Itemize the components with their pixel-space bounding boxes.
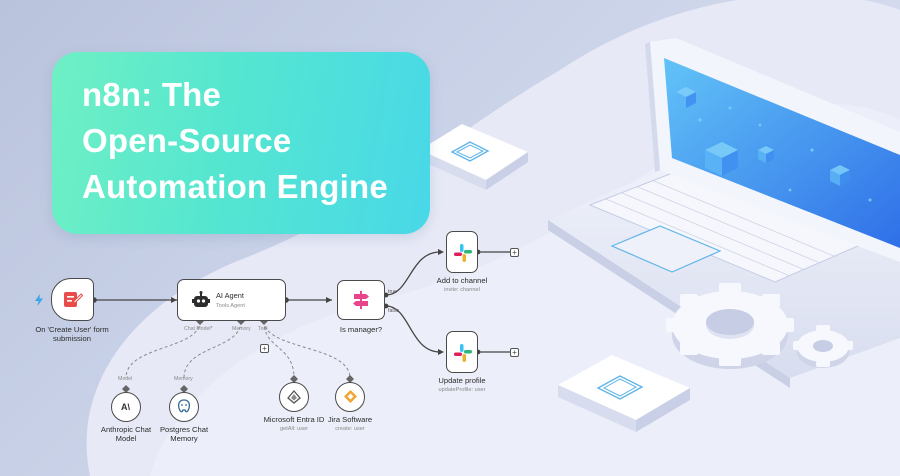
postgres-memory-node[interactable] [169,392,199,422]
update-profile-label: Update profile [438,376,486,385]
lightning-icon [35,294,43,306]
entra-subtitle: getAll: user [280,426,308,432]
entra-icon [287,390,301,404]
slack-icon [454,344,472,362]
add-to-channel-subtitle: invite: channel [444,287,480,293]
anthropic-label-line-1: Anthropic Chat [100,425,152,434]
jira-label: Jira Software [327,415,373,424]
ai-agent-subtitle: Tools Agent [216,303,245,309]
trigger-label-line-1: On 'Create User' form [35,325,109,334]
true-branch-label: true [388,289,397,295]
false-branch-label: false [388,308,399,314]
anthropic-label-line-2: Model [115,434,137,443]
add-tool-button[interactable]: + [260,344,269,353]
update-profile-subtitle: updateProfile: user [438,387,486,393]
signpost-icon [353,291,369,309]
anthropic-chat-model-node[interactable]: A\ [111,392,141,422]
title-line-1: n8n: The [82,76,222,113]
add-to-channel-node[interactable] [446,231,478,273]
sub-node-connections [125,320,351,379]
jira-software-node[interactable] [335,382,365,412]
title-line-3: Automation Engine [82,168,388,205]
add-after-channel-button[interactable]: + [510,248,519,257]
ai-agent-title: AI Agent [216,291,244,300]
memory-port-label: Memory [232,326,251,332]
add-to-channel-label: Add to channel [436,276,488,285]
title-line-2: Open-Source [82,122,292,159]
laptop-illustration [548,38,900,388]
floating-tile-top [420,124,528,190]
update-profile-node[interactable] [446,331,478,373]
title-card: n8n: The Open-Source Automation Engine [52,52,430,234]
ai-agent-node[interactable]: AI Agent Tools Agent [177,279,286,321]
microsoft-entra-node[interactable] [279,382,309,412]
postgres-label-line-1: Postgres Chat [159,425,209,434]
add-after-profile-button[interactable]: + [510,348,519,357]
jira-subtitle: create: user [335,426,365,432]
robot-icon [192,291,210,307]
model-connector-label: Model [118,376,133,382]
postgres-label-line-2: Memory [170,434,198,443]
arrow-heads [171,249,444,355]
tool-port-label: Tool [258,326,268,332]
trigger-label-line-2: submission [53,334,91,343]
floating-tile-bottom [558,355,690,432]
is-manager-label: Is manager? [339,325,383,334]
form-icon [64,292,83,307]
trigger-node[interactable] [51,278,94,321]
jira-icon [344,390,357,403]
gear-large-icon [666,283,794,369]
gear-small-icon [793,325,853,368]
anthropic-icon: A\ [121,402,130,412]
workflow-connections [94,251,510,353]
is-manager-node[interactable] [337,280,385,320]
chat-model-port-label: Chat Model* [184,326,213,332]
slack-icon [454,244,472,262]
entra-label: Microsoft Entra ID [263,415,325,424]
memory-connector-label: Memory [174,376,193,382]
postgres-icon [178,399,190,413]
